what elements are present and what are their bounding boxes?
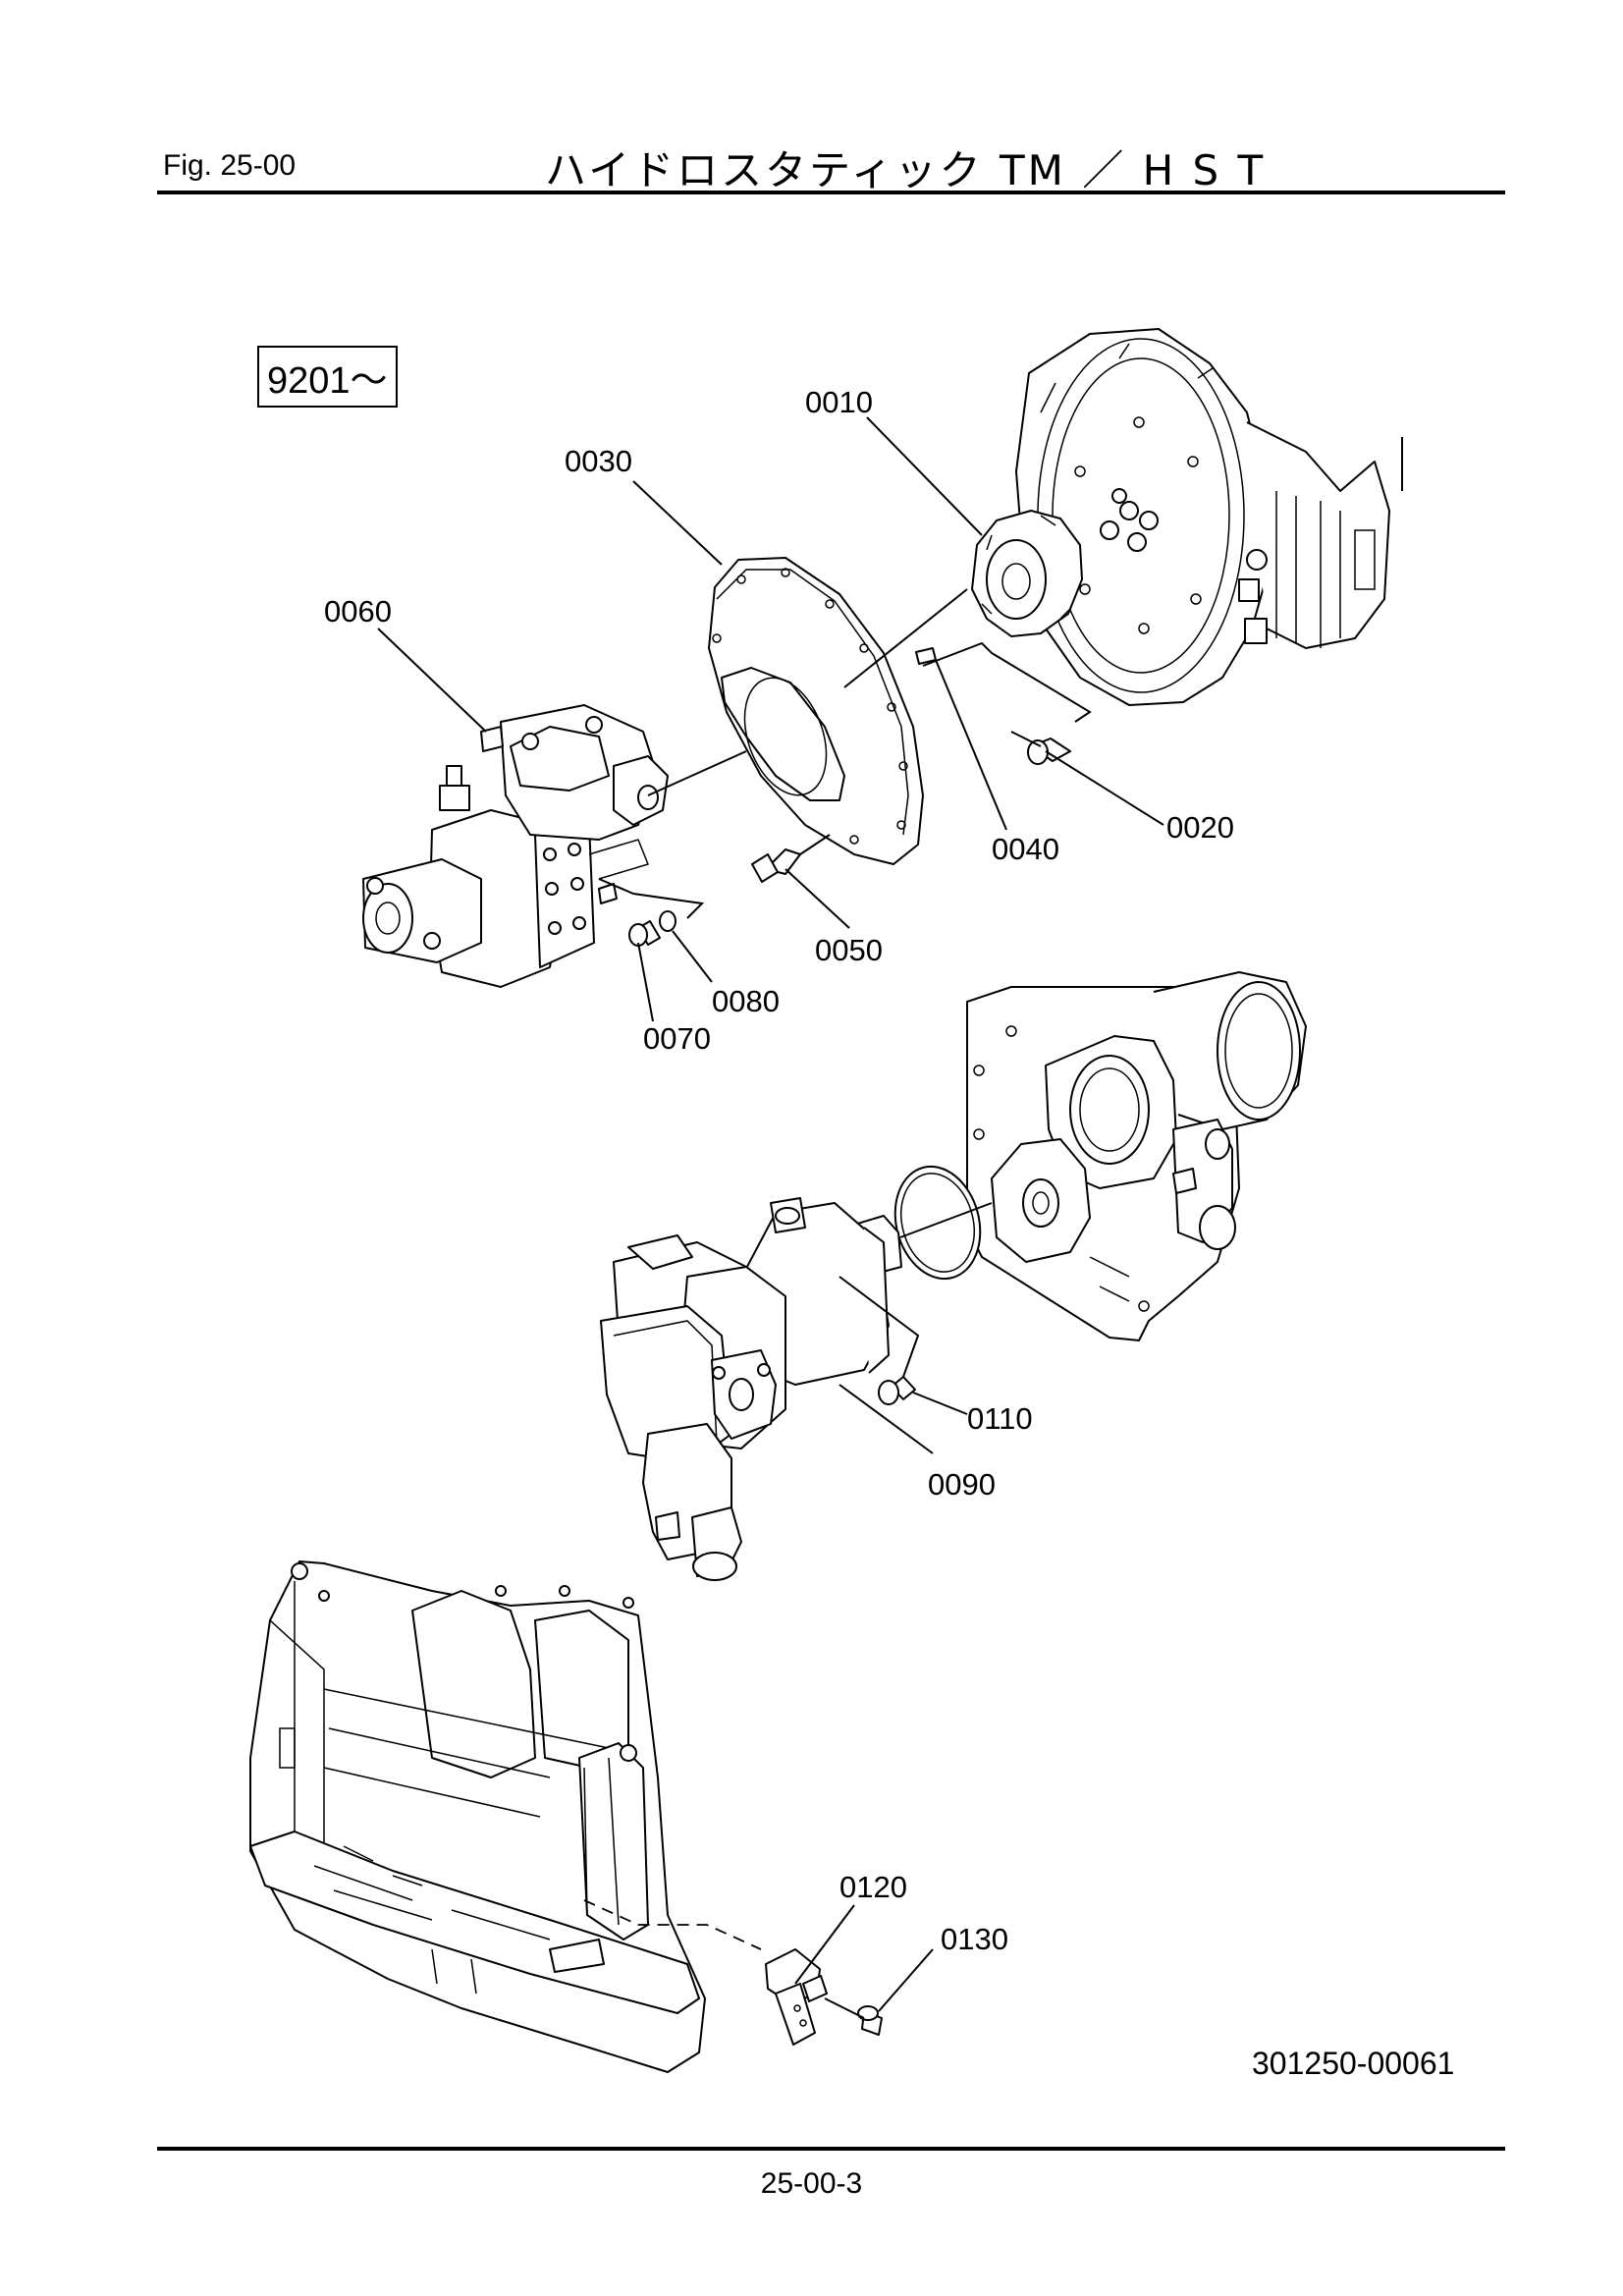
part-label-0060: 0060 xyxy=(324,594,392,629)
drawing-number: 301250-00061 xyxy=(1252,2046,1455,2081)
socket-bolt xyxy=(1027,738,1071,765)
part-label-0030: 0030 xyxy=(565,444,632,478)
page-number: 25-00-3 xyxy=(760,2167,863,2200)
coupling xyxy=(971,510,1083,637)
part-label-0130: 0130 xyxy=(941,1922,1008,1956)
serial-range-box: 9201～ xyxy=(257,346,398,408)
assembly-lines xyxy=(583,588,1092,2019)
figure-title: ハイドロスタティック TM ／ H S T xyxy=(545,146,1267,194)
engine-flywheel-housing xyxy=(1015,328,1403,706)
leader-lines xyxy=(377,416,1164,2012)
part-label-0040: 0040 xyxy=(992,832,1059,866)
part-label-0110: 0110 xyxy=(967,1401,1033,1436)
motor-bolt xyxy=(878,1376,916,1405)
hydraulic-motor xyxy=(600,1197,902,1581)
transmission-case xyxy=(966,971,1307,1341)
adapter-plate xyxy=(708,557,924,865)
bracket xyxy=(765,1948,828,2046)
figure-label: Fig. 25-00 xyxy=(163,149,297,182)
hst-pump xyxy=(362,704,669,988)
part-label-0010: 0010 xyxy=(805,385,873,419)
flange-bolt xyxy=(751,848,801,883)
header-rule xyxy=(157,191,1505,194)
footer-rule xyxy=(157,2147,1505,2151)
washer xyxy=(659,910,676,932)
pump-bolt xyxy=(628,920,661,947)
part-label-0050: 0050 xyxy=(815,933,883,967)
part-label-0020: 0020 xyxy=(1166,810,1234,845)
part-label-0070: 0070 xyxy=(643,1021,711,1056)
part-label-0120: 0120 xyxy=(839,1870,907,1904)
part-labels: 0010 0020 0030 0040 0050 0060 0070 0080 … xyxy=(324,385,1234,1956)
part-label-0080: 0080 xyxy=(712,984,780,1018)
part-label-0090: 0090 xyxy=(928,1467,996,1502)
frame xyxy=(249,1560,706,2073)
